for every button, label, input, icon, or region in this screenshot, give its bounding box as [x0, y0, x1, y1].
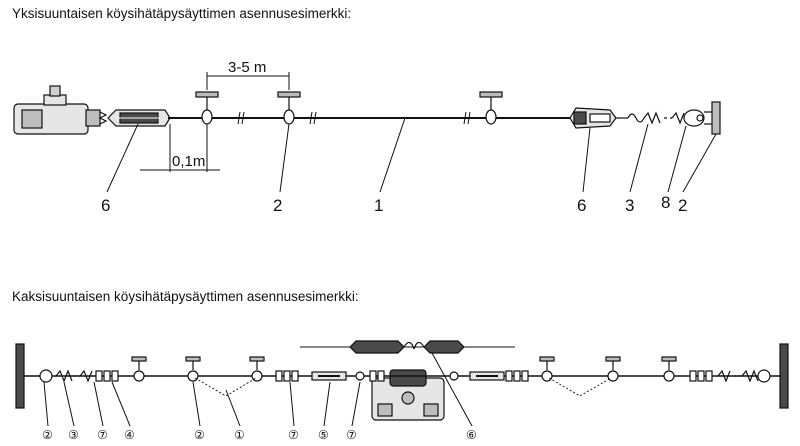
callout-2: 2 — [273, 196, 282, 215]
callout-4: ④ — [124, 428, 135, 442]
eye-bolts — [131, 356, 677, 382]
callout-6: 6 — [577, 196, 586, 215]
callout-leaders — [106, 117, 717, 193]
rope-switch-unit — [13, 85, 108, 135]
two-way-switch-unit — [371, 369, 445, 421]
dimension-offset-label: 0,1m — [172, 153, 205, 170]
turnbuckle — [469, 371, 505, 381]
callout-7: ⑦ — [346, 428, 357, 442]
dimension-spacing-label: 3-5 m — [228, 59, 266, 76]
dimension-spacing — [206, 72, 290, 90]
callout-3: 3 — [625, 196, 634, 215]
callout-5: ⑤ — [318, 428, 329, 442]
dimension-offset — [140, 124, 220, 172]
single-direction-diagram — [13, 72, 721, 193]
eye-bolt — [479, 91, 503, 125]
callout-6: 6 — [101, 196, 110, 215]
callout-8: 8 — [661, 193, 670, 212]
eye-bolt — [195, 91, 219, 125]
callout-2: 2 — [678, 196, 687, 215]
callout-2: ② — [194, 428, 205, 442]
rope-tensioner-upper-right — [413, 340, 465, 354]
spring-assembly — [616, 101, 721, 135]
anchor-post-right — [779, 343, 789, 409]
callout-7: ⑦ — [97, 428, 108, 442]
single-direction-heading: Yksisuuntaisen köysihätäpysäyttimen asen… — [12, 6, 352, 21]
callout-1: ① — [234, 428, 245, 442]
callout-1: 1 — [374, 196, 383, 215]
anchor-post-left — [15, 343, 25, 409]
rope-tensioner-left — [107, 109, 171, 127]
wire-clamps — [95, 370, 713, 382]
callout-2: ② — [42, 428, 53, 442]
rope-break-marks — [237, 111, 471, 125]
eye-bolt — [277, 91, 301, 125]
callout-leaders-bottom — [43, 352, 473, 427]
callout-7: ⑦ — [288, 428, 299, 442]
rope-tensioner-right — [569, 107, 617, 129]
two-direction-diagram — [15, 340, 789, 427]
callout-3: ③ — [68, 428, 79, 442]
turnbuckle — [311, 371, 347, 381]
two-direction-heading: Kaksisuuntaisen köysihätäpysäyttimen ase… — [12, 289, 359, 304]
rope-tensioner-upper-left — [349, 340, 415, 354]
callout-6: ⑥ — [466, 428, 477, 442]
